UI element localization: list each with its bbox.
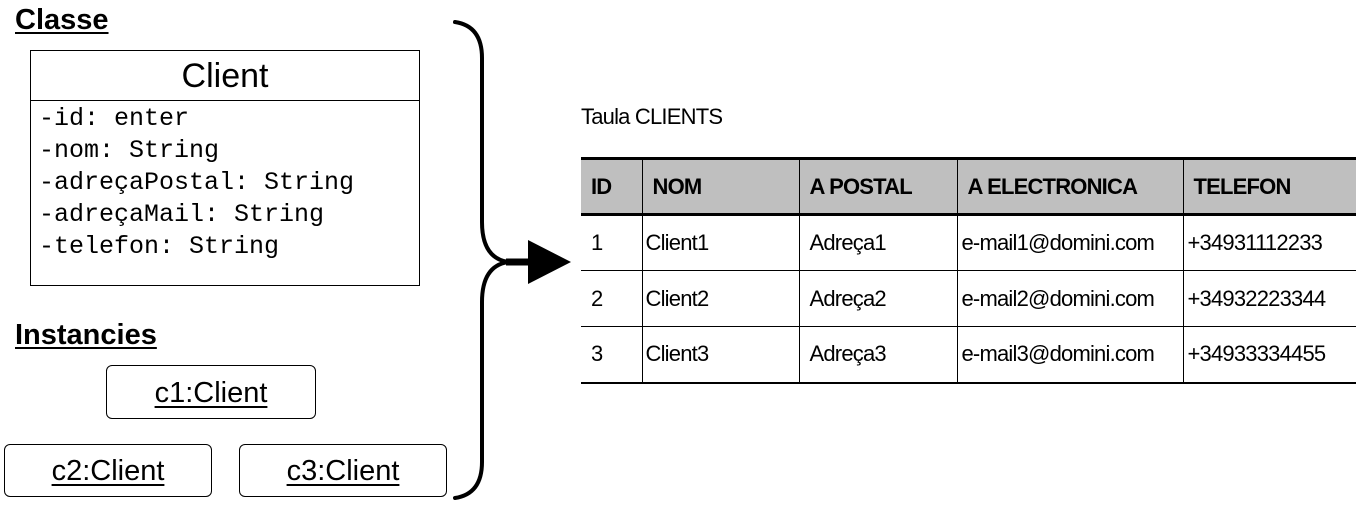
instance-box-c3: c3:Client bbox=[239, 444, 447, 497]
uml-attribute: -id: enter bbox=[39, 104, 190, 133]
uml-attribute: -nom: String bbox=[39, 136, 220, 165]
cell-nom: Client2 bbox=[641, 270, 800, 327]
column-header-telefon: TELEFON bbox=[1182, 158, 1356, 215]
column-header-email: A ELECTRONICA bbox=[956, 158, 1184, 215]
cell-telefon: +34931112233 bbox=[1182, 214, 1356, 271]
cell-postal: Adreça2 bbox=[798, 270, 958, 327]
arrow-head-icon bbox=[528, 240, 571, 284]
cell-telefon: +34932223344 bbox=[1182, 270, 1356, 327]
instance-box-c2: c2:Client bbox=[4, 444, 212, 497]
uml-class-box: Client -id: enter -nom: String -adreçaPo… bbox=[30, 50, 420, 286]
table-row: 2 Client2 Adreça2 e-mail2@domini.com +34… bbox=[581, 270, 1356, 327]
cell-nom: Client3 bbox=[641, 326, 800, 384]
uml-attribute-list: -id: enter -nom: String -adreçaPostal: S… bbox=[31, 101, 419, 263]
instances-heading: Instancies bbox=[15, 319, 157, 351]
class-heading: Classe bbox=[15, 4, 109, 36]
column-header-nom: NOM bbox=[641, 158, 800, 215]
column-header-id: ID bbox=[581, 158, 643, 215]
cell-postal: Adreça3 bbox=[798, 326, 958, 384]
cell-email: e-mail2@domini.com bbox=[956, 270, 1184, 327]
cell-email: e-mail1@domini.com bbox=[956, 214, 1184, 271]
cell-id: 3 bbox=[581, 326, 643, 384]
table-row: 3 Client3 Adreça3 e-mail3@domini.com +34… bbox=[581, 326, 1356, 384]
uml-attribute: -telefon: String bbox=[39, 232, 280, 261]
curly-brace bbox=[453, 20, 509, 500]
cell-postal: Adreça1 bbox=[798, 214, 958, 271]
uml-attribute: -adreçaPostal: String bbox=[39, 168, 355, 197]
uml-class-name: Client bbox=[31, 51, 419, 101]
cell-id: 2 bbox=[581, 270, 643, 327]
instance-box-c1: c1:Client bbox=[106, 365, 316, 419]
table-title: Taula CLIENTS bbox=[581, 104, 723, 129]
table-header-row: ID NOM A POSTAL A ELECTRONICA TELEFON bbox=[581, 158, 1356, 215]
clients-table: ID NOM A POSTAL A ELECTRONICA TELEFON 1 … bbox=[581, 157, 1356, 384]
table-row: 1 Client1 Adreça1 e-mail1@domini.com +34… bbox=[581, 214, 1356, 271]
cell-email: e-mail3@domini.com bbox=[956, 326, 1184, 384]
cell-id: 1 bbox=[581, 214, 643, 271]
cell-telefon: +34933334455 bbox=[1182, 326, 1356, 384]
cell-nom: Client1 bbox=[641, 214, 800, 271]
column-header-postal: A POSTAL bbox=[798, 158, 958, 215]
uml-attribute: -adreçaMail: String bbox=[39, 200, 325, 229]
